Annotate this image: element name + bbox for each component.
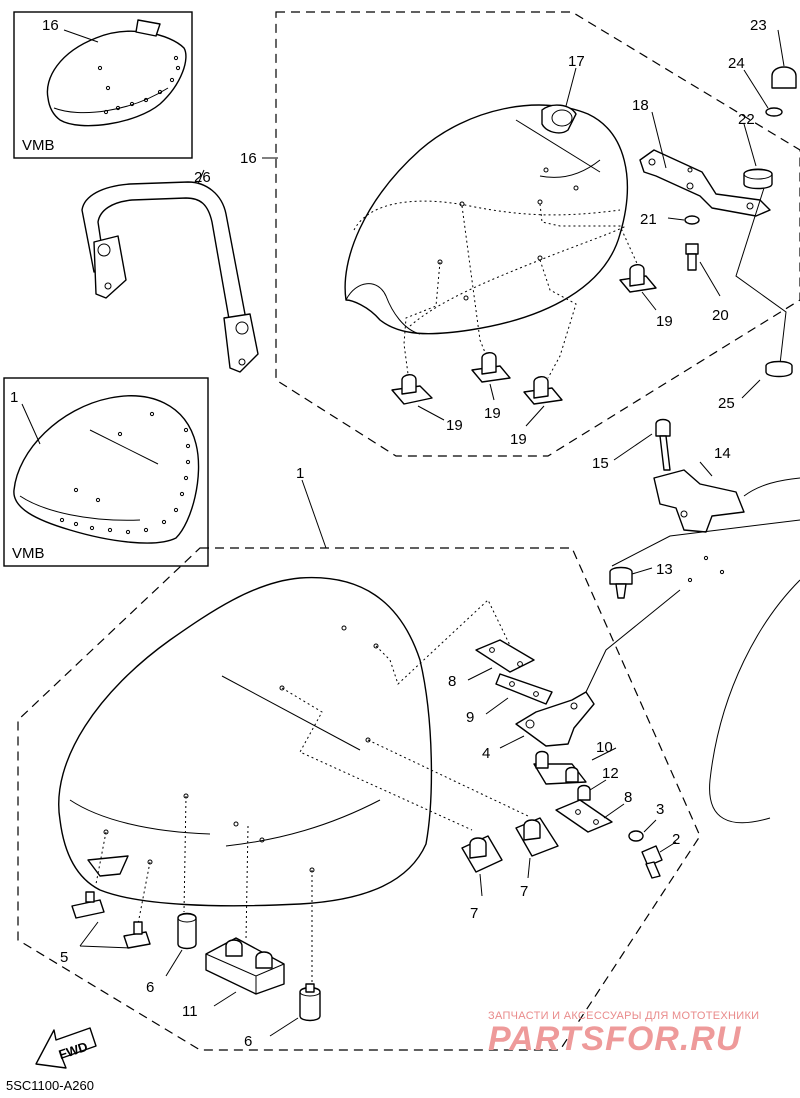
callout-6-b: 6 bbox=[244, 1033, 252, 1050]
callout-16-inset: 16 bbox=[42, 17, 59, 34]
callout-19-c: 19 bbox=[510, 431, 527, 448]
callout-1: 1 bbox=[296, 465, 304, 482]
callout-25: 25 bbox=[718, 395, 735, 412]
callout-7-a: 7 bbox=[470, 905, 478, 922]
inset-front-seat-vmb: 1 VMB bbox=[3, 377, 209, 567]
callout-8-a: 8 bbox=[448, 673, 456, 690]
callout-19-d: 19 bbox=[656, 313, 673, 330]
rear-seat-clip-leaders bbox=[403, 203, 641, 379]
callout-2: 2 bbox=[672, 831, 680, 848]
forward-arrow-icon: FWD bbox=[35, 1027, 97, 1069]
callout-24: 24 bbox=[728, 55, 745, 72]
rear-seat-group-boundary bbox=[275, 11, 800, 457]
part-26-grab-bar: 26 bbox=[81, 169, 259, 373]
callout-23: 23 bbox=[750, 17, 767, 34]
callout-6-a: 6 bbox=[146, 979, 154, 996]
callout-18: 18 bbox=[632, 97, 649, 114]
front-seat-clip-leaders bbox=[95, 599, 529, 984]
callout-9: 9 bbox=[466, 709, 474, 726]
inset-top-label: VMB bbox=[22, 137, 55, 154]
callout-20: 20 bbox=[712, 307, 729, 324]
callout-7-b: 7 bbox=[520, 883, 528, 900]
callout-21: 21 bbox=[640, 211, 657, 228]
callout-14: 14 bbox=[714, 445, 731, 462]
callout-12: 12 bbox=[602, 765, 619, 782]
front-seat-brackets: 8 9 4 10 12 8 3 2 bbox=[448, 589, 680, 879]
front-seat-mount-hardware: 15 14 13 bbox=[592, 418, 800, 824]
callout-19-a: 19 bbox=[446, 417, 463, 434]
callout-8-b: 8 bbox=[624, 789, 632, 806]
front-seat-group-boundary bbox=[17, 547, 701, 1051]
front-seat-clips-dampers: 7 7 5 6 6 11 bbox=[60, 817, 559, 1050]
diagram-code: 5SC1100-A260 bbox=[6, 1078, 94, 1093]
callout-22: 22 bbox=[738, 111, 755, 128]
callout-13: 13 bbox=[656, 561, 673, 578]
callout-1-inset: 1 bbox=[10, 389, 18, 406]
part-16-rear-seat: 17 bbox=[344, 53, 629, 335]
callout-17: 17 bbox=[568, 53, 585, 70]
inset-middle-label: VMB bbox=[12, 545, 45, 562]
callout-3: 3 bbox=[656, 801, 664, 818]
callout-11: 11 bbox=[182, 1003, 198, 1020]
inset-rear-seat-vmb: 16 VMB bbox=[13, 11, 193, 159]
part-19-clips: 19 19 19 19 bbox=[391, 264, 673, 448]
watermark-logo: PARTSFOR.RU bbox=[488, 1020, 742, 1058]
watermark-tagline: ЗАПЧАСТИ И АКСЕССУАРЫ ДЛЯ МОТОТЕХНИКИ bbox=[488, 1010, 760, 1022]
callout-15: 15 bbox=[592, 455, 609, 472]
callout-19-b: 19 bbox=[484, 405, 501, 422]
callout-26: 26 bbox=[194, 169, 211, 186]
callout-10: 10 bbox=[596, 739, 613, 756]
rear-seat-mount-hardware: 18 21 20 22 24 23 25 bbox=[632, 17, 797, 412]
callout-4: 4 bbox=[482, 745, 490, 762]
callout-16: 16 bbox=[240, 150, 257, 167]
callout-5: 5 bbox=[60, 949, 68, 966]
part-1-front-seat bbox=[58, 576, 433, 907]
